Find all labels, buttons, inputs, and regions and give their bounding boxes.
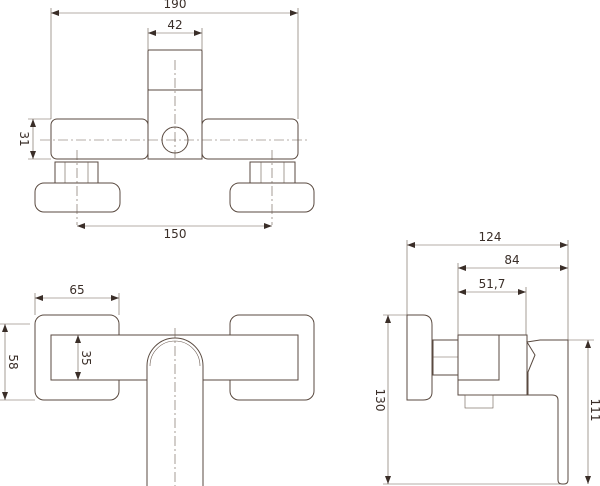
dim-center-block-width: 42	[167, 18, 182, 32]
dim-overall-width: 190	[164, 0, 187, 11]
dim-body-offset: 51,7	[479, 277, 506, 291]
dim-lever-height: 111	[588, 399, 600, 422]
front-view: 65 58 35	[0, 283, 315, 486]
dim-body-depth: 84	[504, 253, 519, 267]
dim-overall-height: 130	[373, 389, 387, 412]
dim-plate-height: 58	[6, 354, 20, 369]
dim-front-bar-height: 35	[79, 350, 93, 365]
side-view: 124 84 51,7 130 111	[373, 230, 600, 485]
dim-inlet-spacing: 150	[164, 227, 187, 241]
dim-plate-width: 65	[69, 283, 84, 297]
top-view: 190 42 31 150	[17, 0, 315, 241]
dim-bar-height: 31	[17, 131, 31, 146]
dim-overall-depth: 124	[479, 230, 502, 244]
